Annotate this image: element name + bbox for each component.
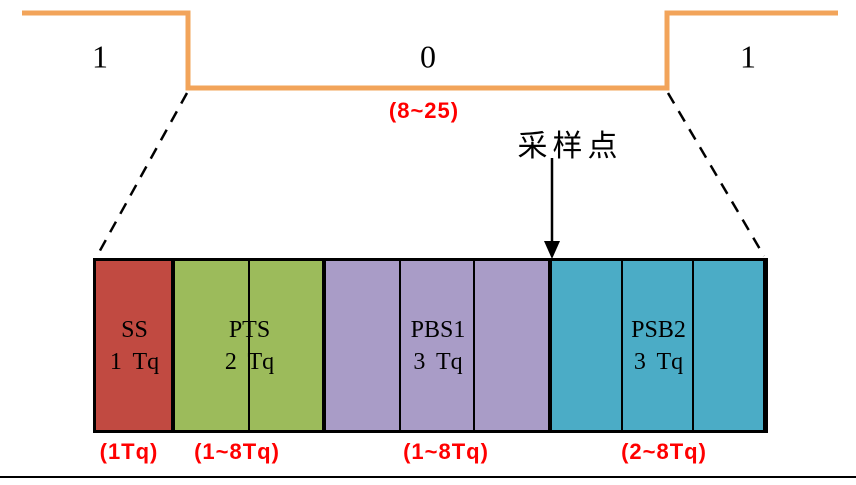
segment-ss-label: SS 1 Tq: [110, 314, 159, 378]
tq-cell: [326, 261, 401, 430]
tq-cell: [175, 261, 250, 430]
tq-cell: [401, 261, 476, 430]
segment-ss: SS 1 Tq: [96, 261, 175, 430]
segment-pts-label: PTS 2 Tq: [225, 314, 274, 378]
tq-segment-bar: SS 1 Tq PTS 2 Tq PBS1 3 Tq: [93, 258, 768, 433]
tq-cell: [250, 261, 324, 430]
dashed-connector-right: [666, 92, 766, 257]
segment-psb2-label: PSB2 3 Tq: [631, 314, 686, 378]
segment-pts: PTS 2 Tq: [175, 261, 326, 430]
segment-name: PBS1: [410, 316, 466, 343]
range-label-pbs1: (1~8Tq): [403, 439, 489, 464]
bit-value-left: 1: [92, 38, 108, 75]
segment-name: PSB2: [631, 316, 686, 343]
segment-pbs1: PBS1 3 Tq: [326, 261, 552, 430]
bit-value-right: 1: [740, 38, 756, 75]
tq-cell: [475, 261, 551, 430]
tq-cell: [552, 261, 623, 430]
tq-cell: [623, 261, 694, 430]
bottom-divider-line: [0, 476, 856, 478]
sampling-point-arrow-head: [544, 241, 560, 259]
dashed-connector-left: [95, 92, 189, 257]
segment-duration: 2 Tq: [224, 348, 275, 375]
segment-psb2: PSB2 3 Tq: [552, 261, 765, 430]
segment-duration: 3 Tq: [413, 348, 463, 375]
segment-name: SS: [121, 316, 148, 343]
segment-duration: 3 Tq: [633, 348, 684, 375]
tq-cell: [96, 261, 173, 430]
bit-tq-range-label: (8~25): [388, 98, 460, 123]
segment-name: PTS: [228, 316, 271, 343]
sampling-point-label: 采样点: [517, 130, 623, 163]
segment-duration: 1 Tq: [109, 348, 160, 375]
segment-pbs1-label: PBS1 3 Tq: [411, 314, 466, 378]
tq-cell: [694, 261, 765, 430]
bit-value-mid: 0: [420, 38, 436, 75]
range-label-pts: (1~8Tq): [194, 439, 280, 464]
range-label-ss: (1Tq): [99, 439, 159, 464]
waveform-line: [22, 10, 838, 91]
range-label-psb2: (2~8Tq): [621, 439, 707, 464]
